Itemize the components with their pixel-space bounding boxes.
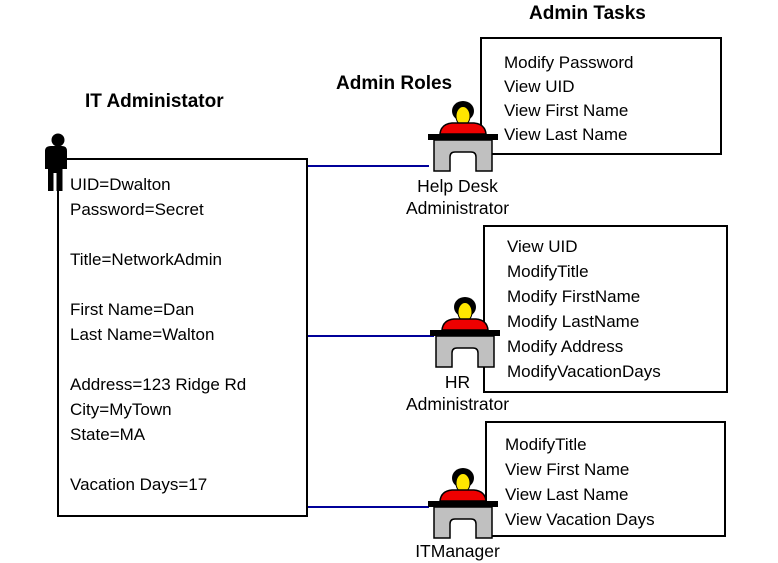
role-label-help-desk: Help Desk Administrator — [385, 175, 530, 219]
task-item: View Last Name — [505, 485, 629, 504]
attribute-city: City=MyTown — [70, 400, 172, 419]
attribute-vacation-days: Vacation Days=17 — [70, 475, 208, 494]
attribute-password: Password=Secret — [70, 200, 204, 219]
attribute-state: State=MA — [70, 425, 146, 444]
user-attributes-box: UID=Dwalton Password=Secret Title=Networ… — [57, 158, 308, 517]
person-at-desk-icon — [430, 296, 500, 368]
task-item: Modify FirstName — [507, 287, 641, 306]
role-label-line: Administrator — [405, 198, 510, 218]
admin-roles-title: Admin Roles — [336, 73, 453, 94]
task-item: Modify Password — [504, 53, 634, 72]
task-item: Modify LastName — [507, 312, 640, 331]
blank-line — [70, 347, 306, 372]
task-box-help-desk: Modify Password View UID View First Name… — [480, 37, 722, 155]
attribute-first-name: First Name=Dan — [70, 300, 195, 319]
role-label-line: Administrator — [405, 394, 510, 414]
role-label-line: ITManager — [415, 541, 500, 561]
person-at-desk-icon — [428, 467, 498, 539]
task-item: ModifyTitle — [505, 435, 587, 454]
connector-itmanager — [307, 506, 429, 508]
admin-tasks-title: Admin Tasks — [529, 3, 646, 24]
it-administrator-title: IT Administator — [85, 91, 224, 112]
task-box-itmanager: ModifyTitle View First Name View Last Na… — [485, 421, 726, 537]
role-label-hr: HR Administrator — [385, 371, 530, 415]
task-item: Modify Address — [507, 337, 624, 356]
blank-line — [70, 272, 306, 297]
role-label-line: HR — [444, 372, 471, 392]
task-item: View Vacation Days — [505, 510, 655, 529]
task-box-hr: View UID ModifyTitle Modify FirstName Mo… — [483, 225, 728, 393]
connector-helpdesk — [307, 165, 429, 167]
person-icon — [41, 133, 69, 193]
attribute-uid: UID=Dwalton — [70, 175, 171, 194]
task-item: View First Name — [504, 101, 629, 120]
task-item: View UID — [504, 77, 575, 96]
task-item: View Last Name — [504, 125, 628, 144]
blank-line — [70, 447, 306, 472]
attribute-title: Title=NetworkAdmin — [70, 250, 222, 269]
task-item: View First Name — [505, 460, 630, 479]
role-label-itmanager: ITManager — [385, 540, 530, 563]
connector-hr — [307, 335, 434, 337]
task-item: ModifyVacationDays — [507, 362, 661, 381]
blank-line — [70, 222, 306, 247]
task-item: View UID — [507, 237, 578, 256]
attribute-last-name: Last Name=Walton — [70, 325, 215, 344]
attribute-address: Address=123 Ridge Rd — [70, 375, 247, 394]
person-at-desk-icon — [428, 100, 498, 172]
task-item: ModifyTitle — [507, 262, 589, 281]
role-label-line: Help Desk — [417, 176, 498, 196]
